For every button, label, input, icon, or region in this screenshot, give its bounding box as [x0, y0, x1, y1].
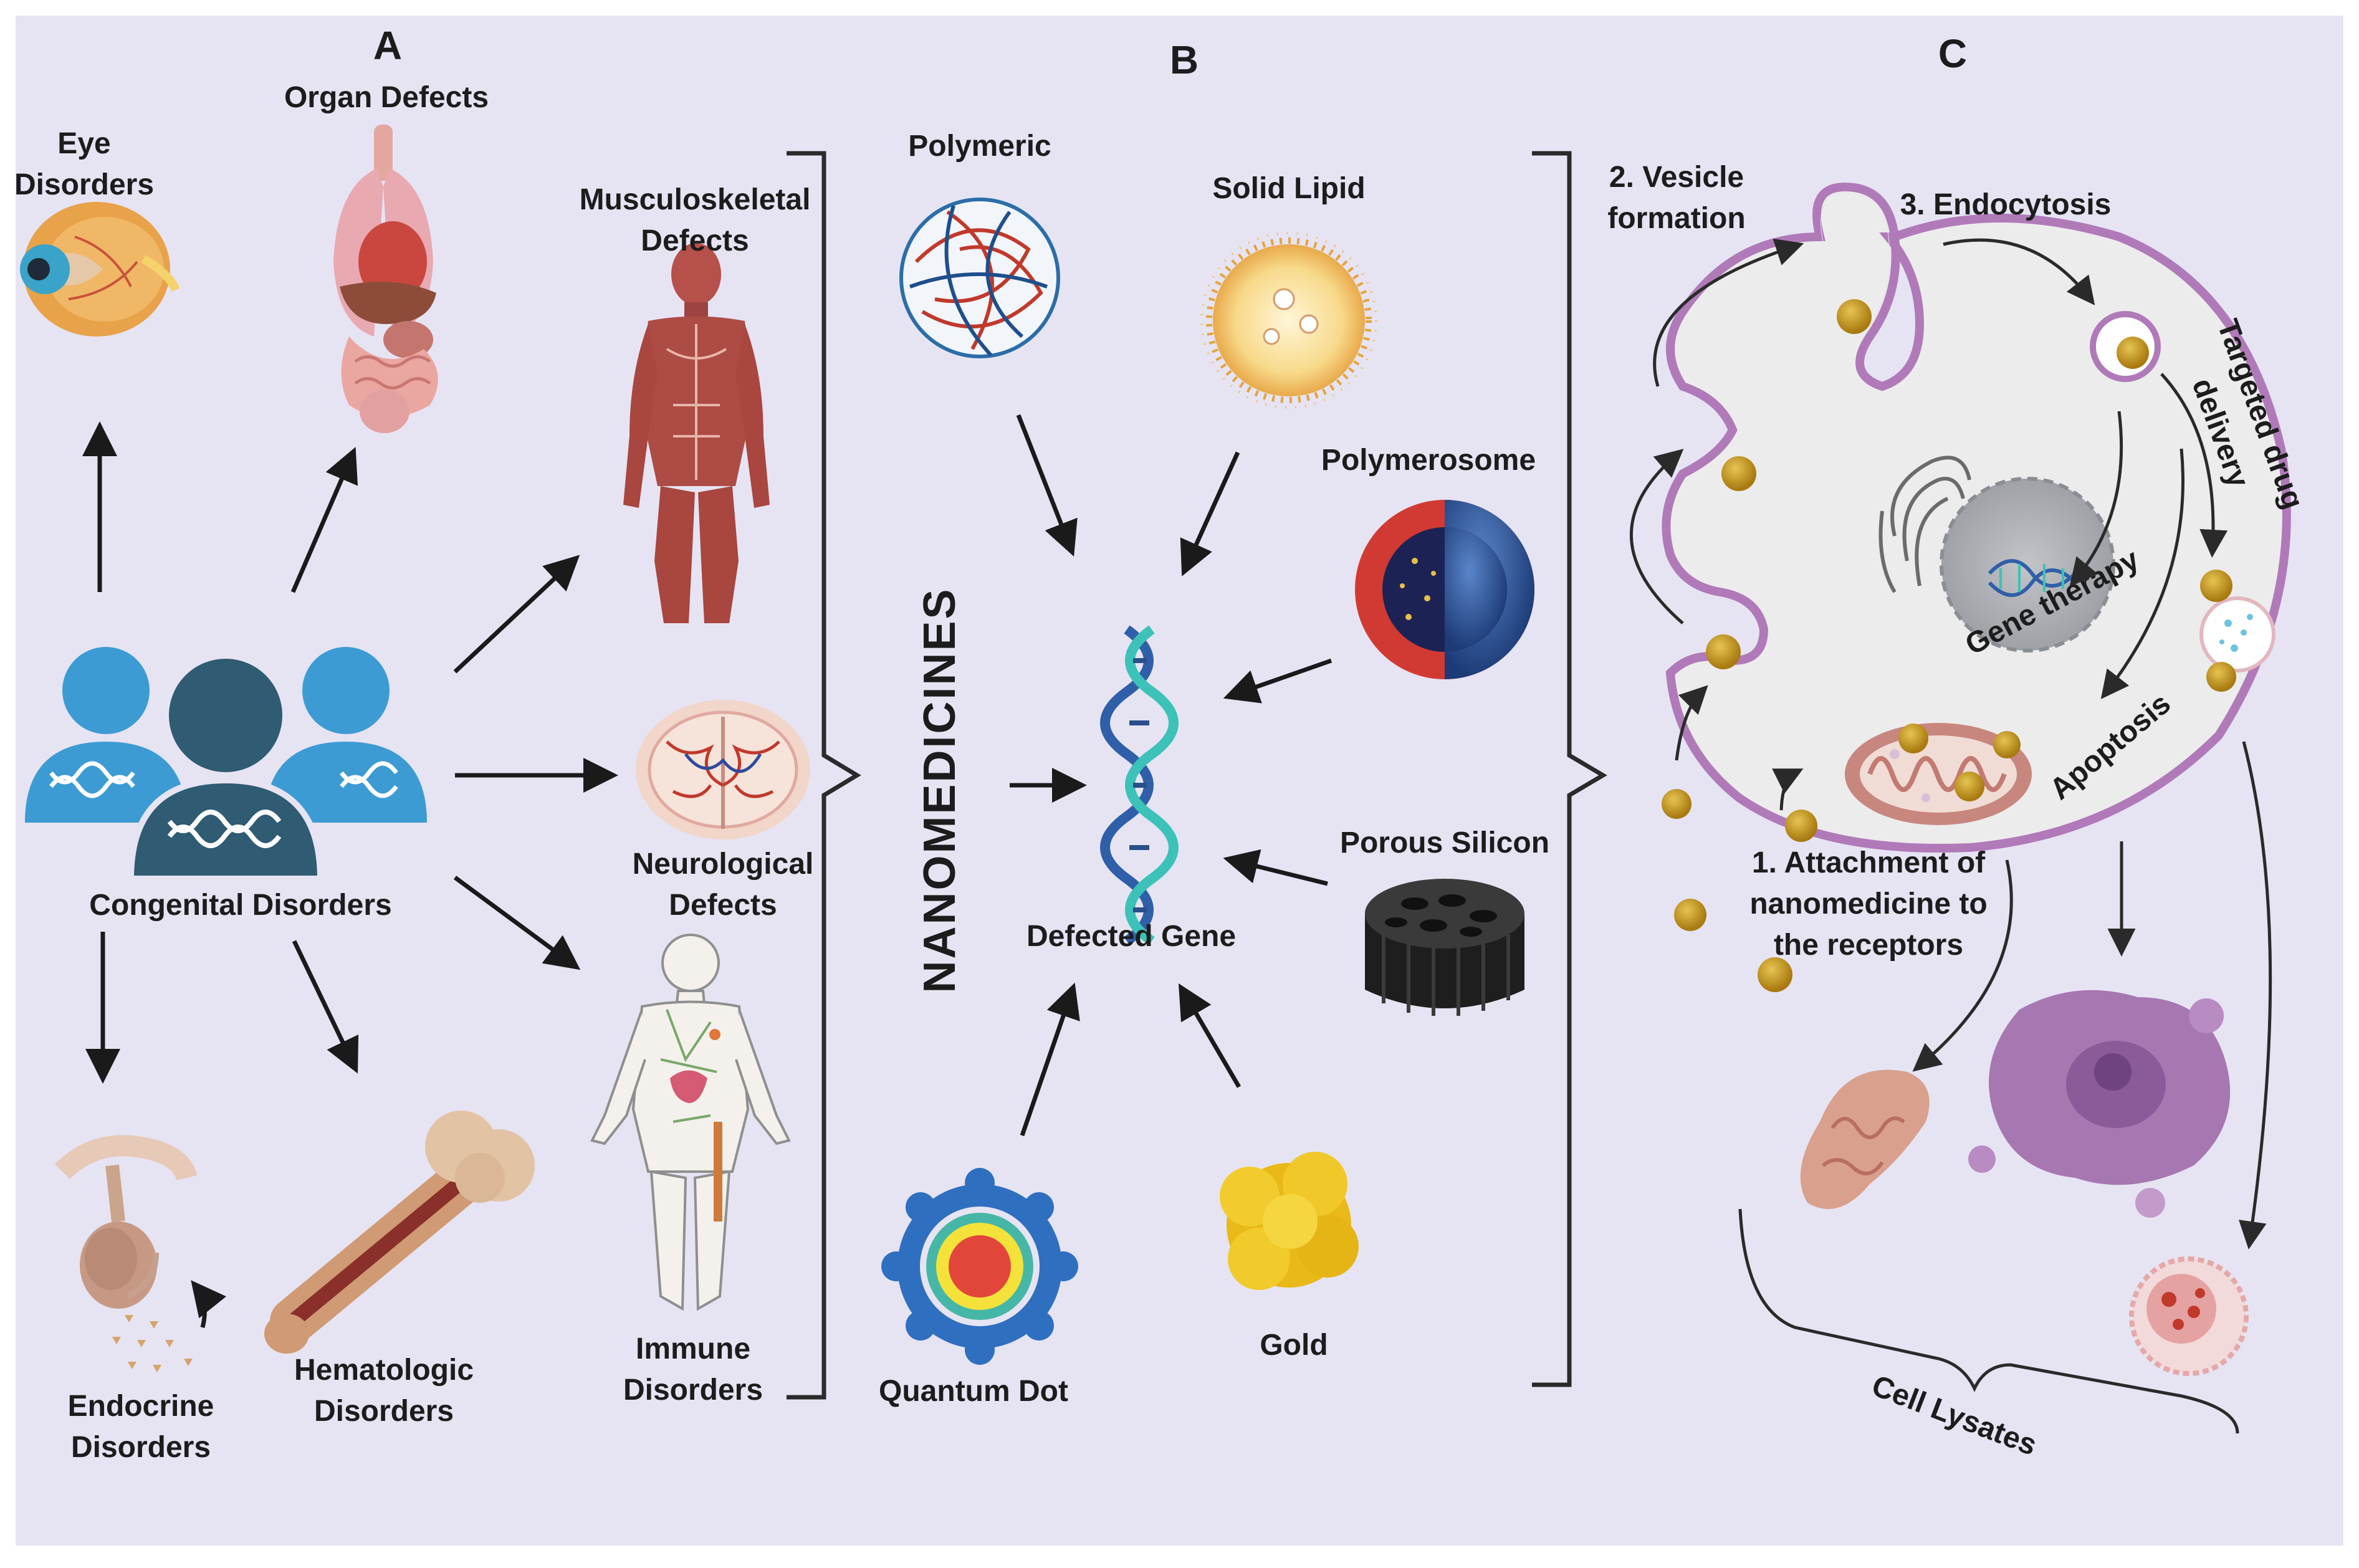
immune-label-2: Disorders	[623, 1374, 763, 1407]
panel-b-arrows	[1010, 414, 1333, 1137]
endocrine-label-1: Endocrine	[68, 1390, 214, 1423]
damaged-mitochondrion-icon	[1800, 1069, 1930, 1209]
bracket-b-to-c	[1532, 151, 1607, 1387]
hematologic-label-2: Disorders	[314, 1395, 454, 1428]
mitochondrion-icon	[1845, 723, 2032, 825]
panel-label-c: C	[1938, 31, 1967, 76]
neurological-label-2: Defects	[669, 889, 777, 922]
apoptotic-cell-icon	[1968, 990, 2231, 1218]
neurological-label-1: Neurological	[633, 848, 814, 881]
nucleus-icon	[1940, 477, 2115, 653]
organ-defects-label: Organ Defects	[284, 81, 489, 114]
endosome-icon	[2090, 311, 2161, 382]
porous-silicon-icon	[1365, 879, 1524, 1016]
brain-illustration	[636, 700, 810, 839]
eye-illustration	[20, 202, 180, 337]
bone-illustration	[264, 1111, 535, 1354]
drug-release-vesicle-icon	[2199, 570, 2275, 692]
solid-lipid-label: Solid Lipid	[1212, 172, 1365, 205]
eye-disorders-label-2: Disorders	[14, 168, 154, 201]
polymerosome-label: Polymerosome	[1321, 444, 1536, 477]
eye-disorders-label-1: Eye	[57, 127, 110, 160]
dna-helix-icon	[1100, 625, 1179, 945]
immune-label-1: Immune	[636, 1332, 750, 1365]
solid-lipid-nanoparticle-icon	[1200, 232, 1377, 409]
endocytosis-label: 3. Endocytosis	[1900, 188, 2112, 221]
attachment-label-1: 1. Attachment of	[1752, 846, 1986, 879]
polymeric-nanoparticle-icon	[899, 198, 1060, 358]
panel-label-b: B	[1170, 37, 1199, 82]
hematologic-label-1: Hematologic	[294, 1354, 474, 1387]
bracket-a-to-b	[787, 151, 861, 1400]
congenital-disorders-label: Congenital Disorders	[89, 889, 391, 922]
muscle-body-illustration	[623, 243, 770, 623]
attachment-label-2: nanomedicine to	[1749, 887, 1987, 920]
nanoparticles	[1662, 299, 2021, 992]
attachment-label-3: the receptors	[1774, 929, 1963, 962]
golgi-er-icon	[1878, 456, 1971, 593]
musculoskeletal-label-2: Defects	[641, 224, 749, 257]
polymerosome-icon	[1355, 500, 1534, 679]
panel-label-a: A	[373, 23, 402, 68]
vesicle-formation-label-1: 2. Vesicle	[1609, 161, 1744, 194]
gold-label: Gold	[1260, 1329, 1328, 1362]
vesicle-formation-label-2: formation	[1607, 202, 1745, 235]
nanomedicines-vertical-title: NANOMEDICINES	[915, 587, 965, 993]
lysed-cell-icon	[2129, 1256, 2249, 1376]
quantum-dot-label: Quantum Dot	[879, 1375, 1068, 1408]
immune-body-illustration	[590, 934, 791, 1311]
cell-lysates-bracket	[1738, 1208, 2239, 1434]
endocrine-label-2: Disorders	[71, 1431, 211, 1464]
panel-c-arrows	[1630, 238, 2272, 1250]
endocrine-gland-illustration	[54, 1135, 227, 1372]
people-dna-icon	[25, 647, 427, 882]
porous-silicon-label: Porous Silicon	[1340, 826, 1549, 859]
polymeric-label: Polymeric	[908, 130, 1051, 163]
defected-gene-label: Defected Gene	[1026, 920, 1236, 953]
musculoskeletal-label-1: Musculoskeletal	[580, 183, 811, 216]
organ-illustration	[333, 125, 438, 433]
quantum-dot-icon	[881, 1168, 1078, 1365]
panel-a-arrows	[82, 421, 618, 1084]
gold-nanoparticle-icon	[1220, 1152, 1359, 1290]
